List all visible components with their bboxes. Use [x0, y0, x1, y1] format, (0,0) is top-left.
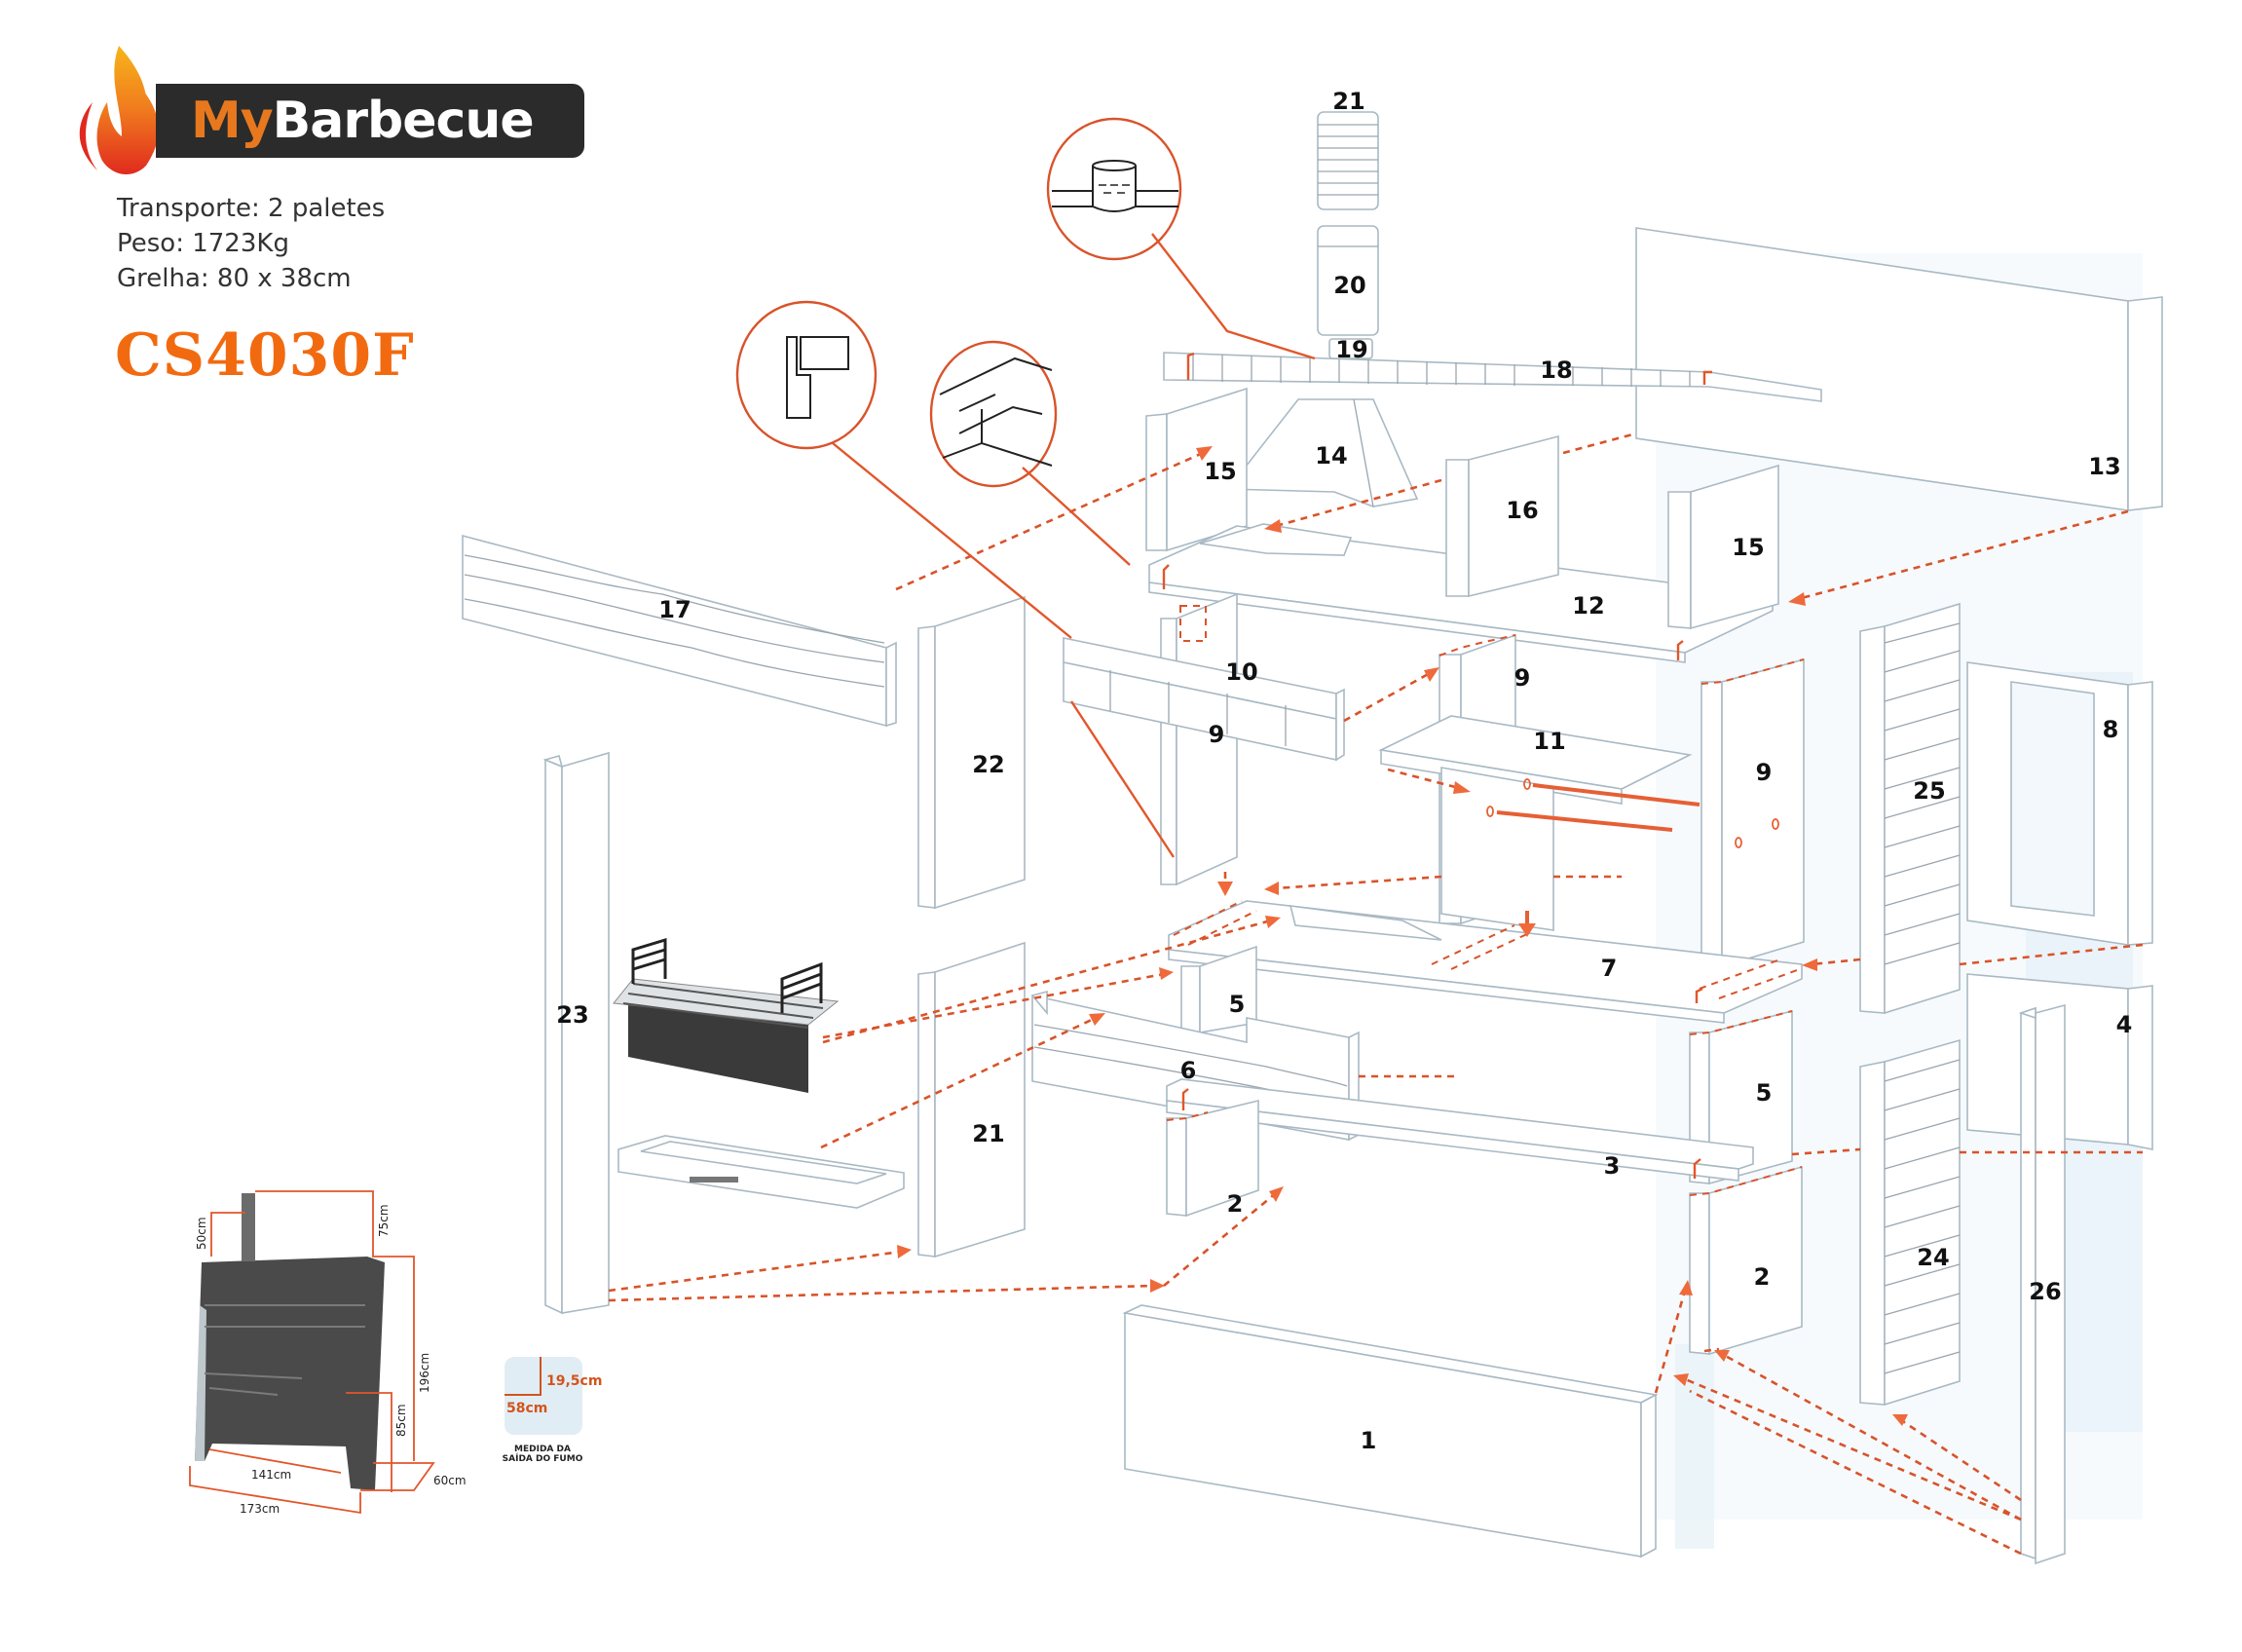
label-8: 8: [2103, 716, 2119, 743]
fixing-rods: [1486, 778, 1779, 848]
part-9-left-column: [1160, 592, 1238, 886]
label-21-lower: 21: [972, 1120, 1004, 1147]
label-6: 6: [1180, 1057, 1197, 1084]
label-20: 20: [1333, 272, 1365, 299]
label-24: 24: [1917, 1244, 1949, 1271]
part-15-upper-side-block-left: [1145, 387, 1248, 552]
label-25: 25: [1913, 777, 1945, 805]
label-9-right: 9: [1756, 759, 1773, 786]
part-17-front-stone-panel: [462, 534, 897, 728]
label-16: 16: [1506, 497, 1538, 524]
part-21-chimney-cap: [1317, 111, 1379, 210]
label-22: 22: [972, 751, 1004, 778]
label-4: 4: [2116, 1011, 2133, 1038]
dim-total-height: 196cm: [418, 1353, 431, 1393]
label-3: 3: [1604, 1152, 1621, 1180]
label-9-left: 9: [1209, 721, 1225, 748]
brand-name-barbecue: Barbecue: [272, 92, 535, 150]
part-20-chimney-pipe: [1317, 225, 1379, 336]
grill-grate[interactable]: [613, 937, 840, 1093]
part-3-lower-slab: [1166, 1078, 1754, 1182]
dimension-drawing: 50cm 75cm 196cm 85cm 141cm 173cm 60cm: [189, 1190, 467, 1516]
label-12: 12: [1572, 592, 1604, 620]
smoke-outlet-diagram: 19,5cm 58cm MEDIDA DA SAÍDA DO FUMO: [503, 1357, 602, 1464]
label-14: 14: [1315, 442, 1347, 469]
model-code: CS4030F: [115, 321, 415, 390]
label-10: 10: [1225, 658, 1257, 686]
dim-total-width: 173cm: [240, 1502, 280, 1516]
spec-grill: Grelha: 80 x 38cm: [117, 264, 352, 293]
part-23-left-pillar: [542, 751, 610, 1315]
spec-weight: Peso: 1723Kg: [117, 229, 289, 258]
label-5-right: 5: [1756, 1079, 1773, 1107]
label-21-top: 21: [1332, 88, 1364, 115]
part-labels: 21 20 19 18 14 15 16 15 13 12 17 10 9 9 …: [556, 88, 2132, 1454]
smoke-caption-1: MEDIDA DA: [514, 1445, 571, 1454]
part-19-chimney-collar: [1328, 338, 1373, 359]
detail-circle-corner-joint: [735, 300, 1176, 858]
part-26-right-pillar: [2018, 1003, 2066, 1565]
spec-list: Transporte: 2 paletes Peso: 1723Kg Grelh…: [117, 191, 385, 296]
dim-chimney-offset: 75cm: [377, 1204, 391, 1237]
detail-circle-slot-joint: [929, 340, 1131, 566]
dim-counter-height: 85cm: [394, 1404, 408, 1437]
label-13: 13: [2088, 453, 2120, 480]
label-26: 26: [2029, 1278, 2061, 1305]
dim-depth: 60cm: [433, 1474, 467, 1487]
part-7-fire-slab: [1168, 900, 1803, 1024]
label-11: 11: [1533, 728, 1565, 755]
part-24-lower-stone-pillar: [1859, 1038, 1961, 1407]
label-23: 23: [556, 1001, 588, 1029]
assembly-arrows: [608, 432, 2144, 1556]
label-15-left: 15: [1204, 458, 1236, 485]
detail-circle-chimney-joint: [1046, 117, 1316, 360]
label-2-left: 2: [1227, 1190, 1244, 1218]
part-25-right-stone-pillar: [1859, 602, 1961, 1015]
part-18-top-cornice: [1163, 352, 1822, 402]
label-5-left: 5: [1229, 991, 1246, 1018]
brand-logo: MyBarbecue: [191, 86, 535, 156]
brand-name-my: My: [191, 92, 274, 150]
smoke-width: 58cm: [506, 1401, 547, 1416]
dim-inner-width: 141cm: [251, 1468, 291, 1482]
part-11-shelf: [1378, 715, 1693, 931]
label-2-right: 2: [1754, 1263, 1771, 1291]
part-22-side-panel: [917, 595, 1026, 910]
dim-chimney-height: 50cm: [195, 1217, 208, 1250]
label-15-right: 15: [1732, 534, 1764, 561]
label-7: 7: [1601, 955, 1618, 982]
part-21-lower-side-panel: [917, 941, 1026, 1258]
spec-transport: Transporte: 2 paletes: [117, 194, 386, 223]
part-1-base-front-panel: [1122, 1304, 1659, 1558]
part-2-base-right-block: [1689, 1165, 1803, 1356]
label-9-center: 9: [1514, 664, 1531, 692]
label-1: 1: [1361, 1427, 1377, 1454]
brand-bar: [156, 84, 584, 158]
label-17: 17: [658, 596, 691, 623]
part-8-middle-back-panel: [1966, 661, 2153, 946]
smoke-caption-2: SAÍDA DO FUMO: [503, 1452, 583, 1464]
flame-icon: [79, 46, 159, 175]
part-15-upper-side-block-right: [1667, 464, 1779, 630]
part-2-base-left-block: [1166, 1099, 1259, 1218]
part-9-right-column: [1700, 657, 1805, 968]
ash-tray[interactable]: [617, 1135, 905, 1209]
part-16-upper-center-block: [1445, 434, 1559, 598]
label-19: 19: [1335, 336, 1367, 363]
part-10-front-lintel: [1063, 605, 1345, 762]
label-18: 18: [1540, 357, 1572, 384]
part-13-upper-back-panel: [1635, 227, 2163, 511]
smoke-height: 19,5cm: [546, 1373, 602, 1389]
